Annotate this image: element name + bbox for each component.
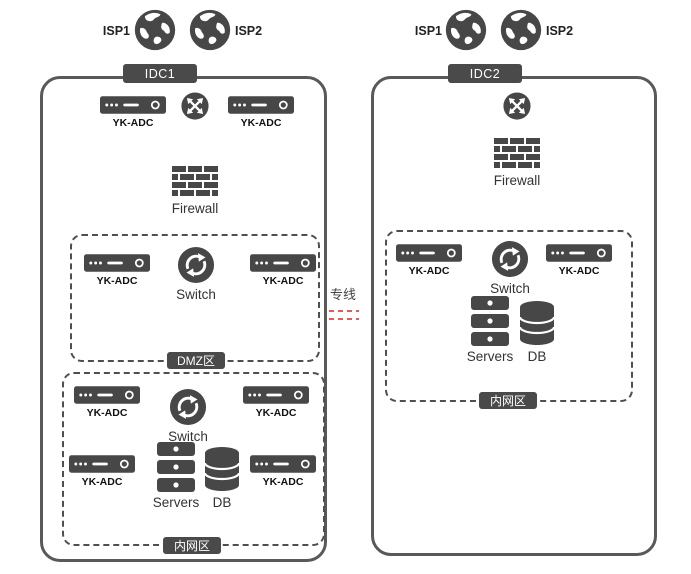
database-label: DB bbox=[212, 495, 232, 510]
adc-label: YK-ADC bbox=[240, 117, 282, 129]
switch-icon bbox=[491, 240, 529, 278]
adc-label: YK-ADC bbox=[96, 275, 138, 287]
adc-node: YK-ADC bbox=[226, 96, 296, 129]
database-icon bbox=[203, 446, 241, 492]
adc-node: YK-ADC bbox=[248, 254, 318, 287]
adc-appliance-icon bbox=[250, 455, 316, 473]
adc-appliance-icon bbox=[228, 96, 294, 114]
adc-label: YK-ADC bbox=[262, 476, 304, 488]
switch-node: Switch bbox=[161, 246, 231, 302]
idc1-isp2-label: ISP2 bbox=[235, 24, 263, 38]
switch-label: Switch bbox=[490, 281, 530, 296]
adc-node: YK-ADC bbox=[241, 386, 311, 419]
router-icon bbox=[503, 92, 531, 120]
adc-label: YK-ADC bbox=[408, 265, 450, 277]
servers-node: Servers bbox=[141, 442, 211, 510]
idc2-isp2-label: ISP2 bbox=[546, 24, 574, 38]
servers-label: Servers bbox=[466, 349, 514, 364]
adc-node: YK-ADC bbox=[98, 96, 168, 129]
servers-label: Servers bbox=[152, 495, 200, 510]
idc2-isp1-label: ISP1 bbox=[414, 24, 442, 38]
globe-icon bbox=[188, 8, 232, 52]
adc-node: YK-ADC bbox=[248, 455, 318, 488]
adc-appliance-icon bbox=[100, 96, 166, 114]
firewall-node: Firewall bbox=[160, 166, 230, 216]
switch-label: Switch bbox=[168, 429, 208, 444]
adc-node: YK-ADC bbox=[72, 386, 142, 419]
adc-label: YK-ADC bbox=[86, 407, 128, 419]
adc-appliance-icon bbox=[74, 386, 140, 404]
database-label: DB bbox=[527, 349, 547, 364]
adc-node: YK-ADC bbox=[394, 244, 464, 277]
adc-label: YK-ADC bbox=[558, 265, 600, 277]
leased-line-dash bbox=[329, 310, 359, 312]
adc-label: YK-ADC bbox=[262, 275, 304, 287]
firewall-node: Firewall bbox=[482, 138, 552, 188]
adc-appliance-icon bbox=[396, 244, 462, 262]
globe-icon bbox=[444, 8, 488, 52]
adc-appliance-icon bbox=[84, 254, 150, 272]
database-icon bbox=[518, 300, 556, 346]
firewall-label: Firewall bbox=[171, 201, 219, 216]
adc-label: YK-ADC bbox=[112, 117, 154, 129]
dmz-zone-badge: DMZ区 bbox=[167, 352, 225, 369]
globe-icon bbox=[499, 8, 543, 52]
adc-node: YK-ADC bbox=[67, 455, 137, 488]
switch-icon bbox=[177, 246, 215, 284]
firewall-icon bbox=[494, 138, 540, 170]
leased-line-dash bbox=[329, 318, 359, 320]
switch-icon bbox=[169, 388, 207, 426]
idc1-title-badge: IDC1 bbox=[123, 64, 197, 83]
idc1-intranet-badge: 内网区 bbox=[163, 537, 221, 554]
firewall-label: Firewall bbox=[493, 173, 541, 188]
leased-line-label: 专线 bbox=[330, 287, 357, 302]
adc-label: YK-ADC bbox=[255, 407, 297, 419]
adc-appliance-icon bbox=[69, 455, 135, 473]
adc-appliance-icon bbox=[546, 244, 612, 262]
router-icon bbox=[181, 92, 209, 120]
idc2-intranet-badge: 内网区 bbox=[479, 392, 537, 409]
globe-icon bbox=[133, 8, 177, 52]
adc-node: YK-ADC bbox=[544, 244, 614, 277]
idc1-isp1-label: ISP1 bbox=[102, 24, 130, 38]
adc-appliance-icon bbox=[243, 386, 309, 404]
adc-label: YK-ADC bbox=[81, 476, 123, 488]
servers-node: Servers bbox=[455, 296, 525, 364]
switch-node: Switch bbox=[153, 388, 223, 444]
database-node: DB bbox=[189, 446, 255, 510]
adc-node: YK-ADC bbox=[82, 254, 152, 287]
firewall-icon bbox=[172, 166, 218, 198]
switch-node: Switch bbox=[475, 240, 545, 296]
adc-appliance-icon bbox=[250, 254, 316, 272]
database-node: DB bbox=[504, 300, 570, 364]
switch-label: Switch bbox=[176, 287, 216, 302]
idc2-title-badge: IDC2 bbox=[448, 64, 522, 83]
